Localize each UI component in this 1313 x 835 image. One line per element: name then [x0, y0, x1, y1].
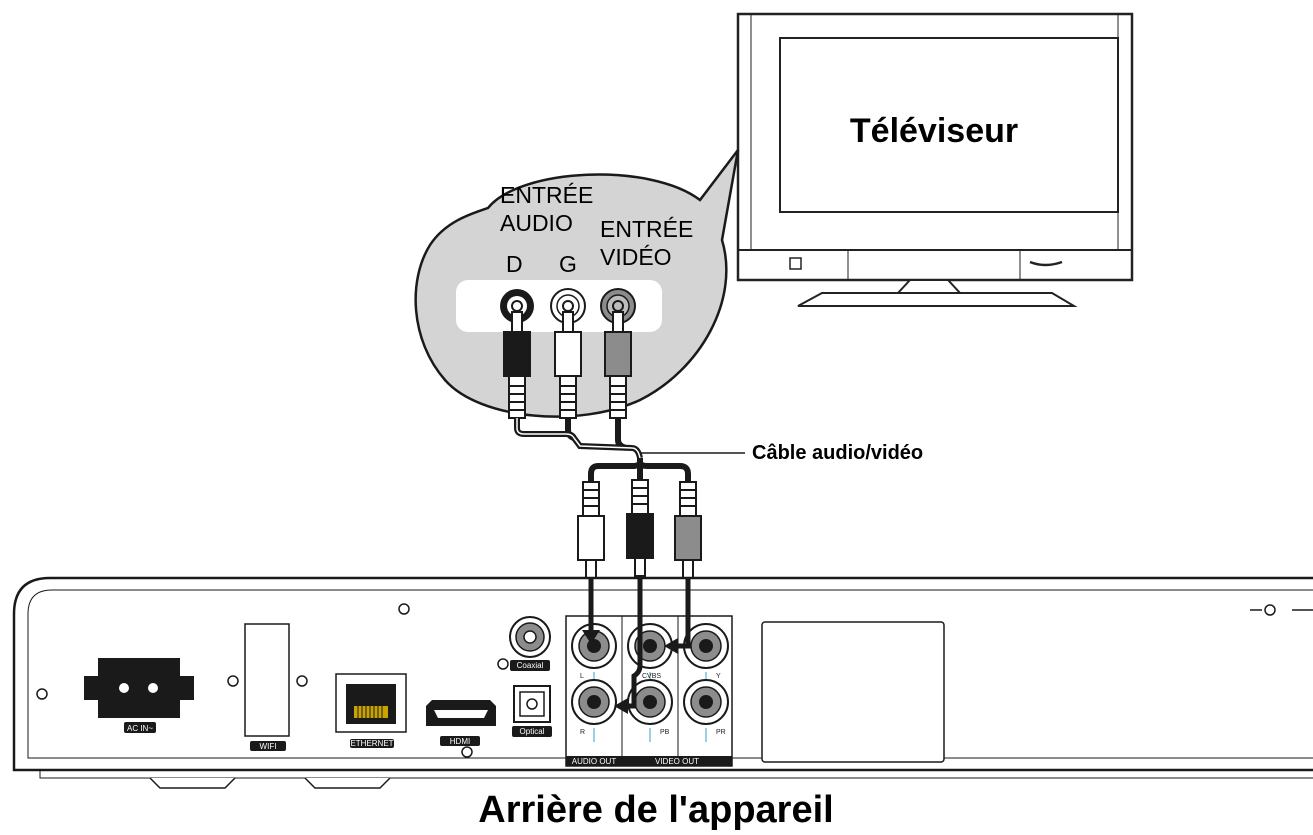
video-out-y-jack	[683, 623, 729, 669]
device-plug-black	[626, 479, 654, 577]
optical-port: Optical	[512, 685, 552, 737]
ac-in-label: AC IN~	[127, 724, 153, 733]
connection-arrows	[588, 576, 691, 709]
arrow-video	[676, 578, 691, 649]
video-out-pb-jack	[627, 679, 673, 725]
jack-y-label: Y	[716, 673, 721, 680]
video-in-label-line1: ENTRÉE	[600, 216, 693, 242]
optical-label: Optical	[520, 727, 545, 736]
arrowhead-audio-left	[582, 630, 600, 644]
hdmi-label: HDMI	[450, 737, 470, 746]
ac-in-socket: AC IN~	[84, 658, 194, 733]
wifi-label: WIFI	[260, 742, 277, 751]
left-channel-label: G	[559, 251, 577, 277]
jack-cvbs-label: CVBS	[642, 673, 661, 680]
arrowhead-audio-right	[614, 698, 628, 714]
video-in-label-line2: VIDÉO	[600, 244, 672, 270]
video-out-pr-jack	[683, 679, 729, 725]
arrow-audio-right	[628, 576, 643, 709]
wifi-port: WIFI	[244, 623, 290, 751]
cover-plate	[761, 621, 945, 763]
device-plug-grey	[674, 481, 702, 579]
audio-out-right-jack	[571, 679, 617, 725]
right-channel-label: D	[506, 251, 523, 277]
tv-label: Téléviseur	[850, 112, 1018, 150]
jack-r-label: R	[580, 729, 585, 736]
caption: Arrière de l'appareil	[478, 789, 833, 831]
hdmi-port: HDMI	[426, 700, 496, 746]
coaxial-label: Coaxial	[517, 661, 544, 670]
device-rear-panel: AC IN~ WIFI ETHERNET	[12, 576, 1313, 789]
video-out-label: VIDEO OUT	[655, 757, 699, 766]
audio-out-label: AUDIO OUT	[572, 757, 617, 766]
arrowhead-video	[664, 638, 678, 654]
jack-pr-label: PR	[716, 729, 726, 736]
tv-plug-video	[604, 311, 632, 419]
tv-plug-right	[503, 311, 531, 419]
tv-plug-left	[554, 311, 582, 419]
audio-in-label-line1: ENTRÉE	[500, 182, 593, 208]
cable-label: Câble audio/vidéo	[752, 442, 923, 464]
av-output-block: AUDIO OUT VIDEO OUT	[565, 615, 733, 767]
television: Téléviseur	[736, 12, 1134, 307]
jack-pb-label: PB	[660, 729, 670, 736]
audio-in-label-line2: AUDIO	[500, 210, 573, 236]
ethernet-port: ETHERNET	[335, 673, 407, 748]
tv-sensor	[1029, 260, 1063, 267]
device-plug-white	[577, 481, 605, 579]
coaxial-port: Coaxial	[509, 616, 551, 671]
tv-power-button	[789, 257, 802, 270]
av-cable: Câble audio/vidéo	[503, 311, 923, 579]
jack-l-label: L	[580, 673, 584, 680]
input-bubble: ENTRÉE AUDIO ENTRÉE VIDÉO D G	[414, 149, 740, 418]
ethernet-label: ETHERNET	[350, 739, 393, 748]
